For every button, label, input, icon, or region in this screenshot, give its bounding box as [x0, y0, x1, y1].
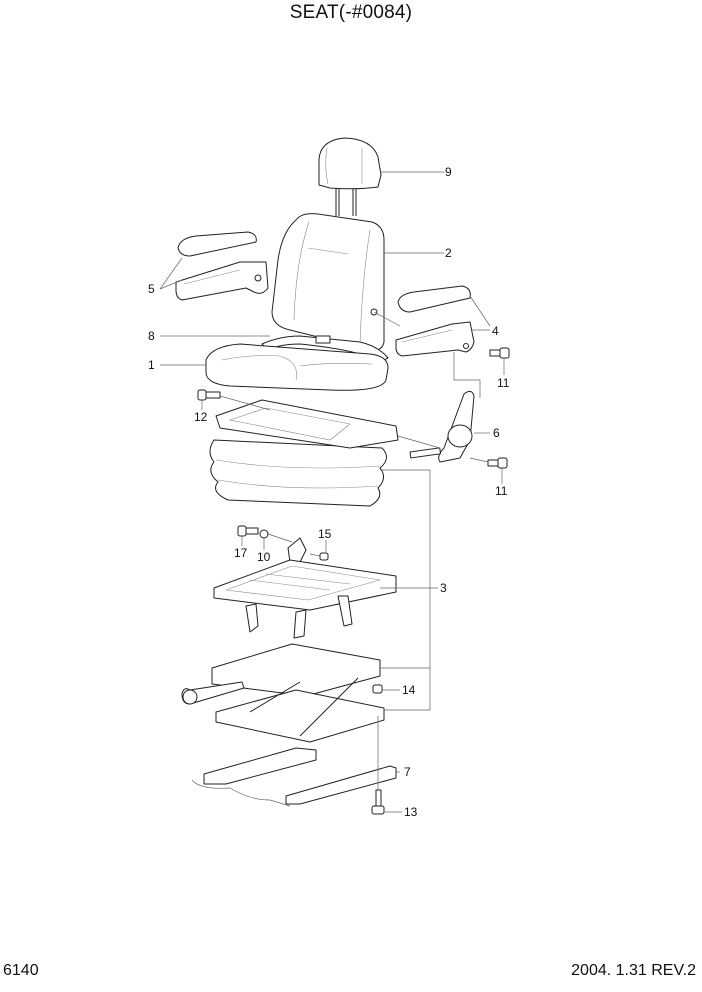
callout-8: 8: [148, 329, 155, 343]
callout-10: 10: [257, 550, 271, 564]
leader-lines: [159, 171, 505, 813]
page-title: SEAT(-#0084): [289, 2, 413, 23]
revision-date: 2004. 1.31 REV.2: [571, 962, 696, 979]
bellows: [209, 399, 399, 507]
callout-5: 5: [148, 282, 155, 296]
callout-7: 7: [404, 765, 411, 779]
bolt-11-upper: [489, 347, 510, 359]
bolt-11-lower: [487, 457, 508, 469]
callout-labels: 9 2 5 4 8 1 11 12 6 11 15 17 10 3 14 7 1…: [148, 165, 510, 819]
scissor-mechanism: [181, 643, 385, 743]
callout-12: 12: [194, 410, 208, 424]
armrest-right: [395, 285, 475, 357]
armrest-left: [175, 231, 269, 301]
small-hardware: [237, 525, 329, 561]
nut-14: [372, 684, 383, 694]
callout-6: 6: [493, 426, 500, 440]
slide-rails: [191, 747, 397, 807]
callout-17: 17: [234, 546, 248, 560]
upper-frame: [213, 537, 397, 639]
page-number: 6140: [3, 962, 39, 979]
callout-13: 13: [404, 805, 418, 819]
headrest: [318, 137, 382, 216]
callout-14: 14: [402, 683, 416, 697]
callout-11-lower: 11: [495, 484, 508, 498]
callout-15: 15: [318, 527, 332, 541]
backrest: [271, 213, 385, 351]
seat-cushion: [205, 343, 389, 391]
callout-3: 3: [440, 581, 447, 595]
callout-9: 9: [445, 165, 452, 179]
callout-1: 1: [148, 358, 155, 372]
callout-2: 2: [445, 246, 452, 260]
callout-4: 4: [492, 324, 499, 338]
recline-lever-bracket: [409, 390, 475, 463]
bolt-13: [371, 789, 385, 815]
callout-11-upper: 11: [497, 376, 510, 390]
bolt-12: [197, 389, 221, 401]
